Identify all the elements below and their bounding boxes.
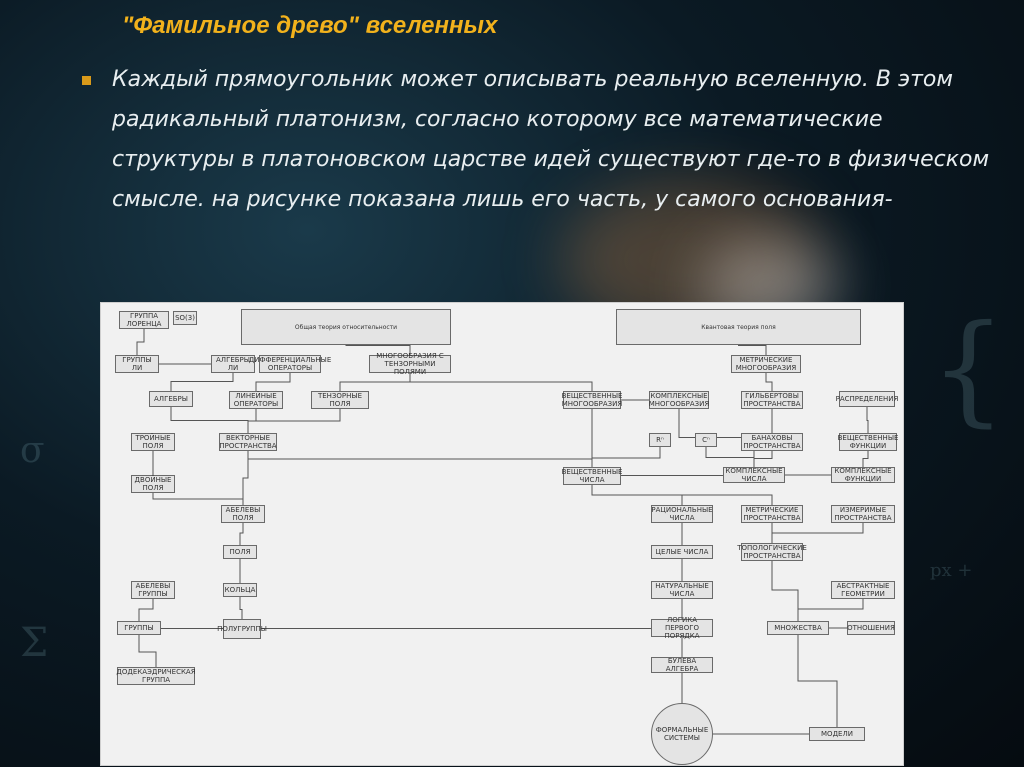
diagram-node: Распределения: [836, 391, 898, 407]
diagram-node: Дифференциальные операторы: [248, 355, 332, 373]
diagram-connector-line: [797, 590, 864, 628]
diagram-node: Абелевы поля: [221, 505, 265, 523]
diagram-connector-line: [138, 590, 154, 628]
diagram-node: Комплексные многообразия: [648, 391, 710, 409]
background-formula: Σ: [20, 620, 49, 666]
diagram-node: Абстрактные геометрии: [831, 581, 895, 599]
diagram-node: Группы: [117, 621, 161, 635]
diagram-node: Абелевы группы: [131, 581, 175, 599]
slide-title: "Фамильное древо" вселенных: [122, 12, 498, 39]
diagram-node: Поля: [223, 545, 257, 559]
diagram-node: Rⁿ: [649, 433, 671, 447]
diagram-node: Метрические пространства: [741, 505, 803, 523]
diagram-connector-line: [771, 514, 864, 552]
diagram-node: Алгебры: [149, 391, 193, 407]
diagram-connector-line: [138, 628, 157, 676]
diagram-node: Алгебры Ли: [211, 355, 255, 373]
diagram-node: Cⁿ: [695, 433, 717, 447]
diagram-connector-line: [242, 442, 249, 514]
diagram-node: Полугруппы: [217, 619, 267, 639]
diagram-node: Измеримые пространства: [831, 505, 895, 523]
diagram-connector-line: [797, 628, 838, 734]
diagram-node: Двойные поля: [131, 475, 175, 493]
diagram-node: Додекаэдрическая группа: [116, 667, 196, 685]
background-formula: σ: [20, 430, 45, 471]
diagram-node: Формальные системы: [651, 703, 713, 765]
slide-body-text: Каждый прямоугольник может описывать реа…: [112, 67, 990, 212]
diagram-node: Вещественные многообразия: [561, 391, 623, 409]
diagram-node: Отношения: [847, 621, 895, 635]
diagram-node: Линейные операторы: [229, 391, 283, 409]
diagram-node: Квантовая теория поля: [616, 309, 861, 345]
diagram-node: Булева алгебра: [651, 657, 713, 673]
diagram-connector-line: [239, 514, 244, 552]
diagram-connector-line: [866, 399, 869, 442]
diagram-node: Тензорные поля: [311, 391, 369, 409]
diagram-node: Группа Лоренца: [119, 311, 169, 329]
diagram-node: Общая теория относительности: [241, 309, 451, 345]
background-formula: px +: [930, 560, 973, 581]
diagram-node: Рациональные числа: [651, 505, 713, 523]
background-formula: {: [930, 300, 1007, 439]
diagram-connector-line: [591, 476, 773, 514]
diagram-node: Банаховы пространства: [741, 433, 803, 451]
diagram-node: Множества: [767, 621, 829, 635]
diagram-node: Вещественные числа: [561, 467, 623, 485]
diagram-connector-line: [136, 320, 145, 364]
diagram-node: Логика первого порядка: [651, 616, 713, 640]
diagram-node: Топологические пространства: [737, 543, 807, 561]
diagram-node: Векторные пространства: [219, 433, 277, 451]
diagram-node: Кольца: [223, 583, 257, 597]
diagram-node: Комплексные числа: [723, 467, 785, 483]
diagram-connector-line: [247, 442, 593, 476]
diagram-connector-line: [771, 552, 799, 628]
diagram-node: Многообразия с тензорными полями: [369, 352, 451, 376]
diagram-node: SO(3): [173, 311, 197, 325]
diagram-node: Гильбертовы пространства: [741, 391, 803, 409]
universe-family-tree-diagram: Группа Лоренца SO(3) Общая теория относите…: [100, 302, 904, 766]
bullet-icon: [82, 76, 91, 85]
diagram-node: Тройные поля: [131, 433, 175, 451]
diagram-node: Целые числа: [651, 545, 713, 559]
diagram-node: Натуральные числа: [651, 581, 713, 599]
diagram-connector-line: [247, 400, 341, 442]
diagram-node: Вещественные функции: [837, 433, 899, 451]
diagram-node: Группы Ли: [115, 355, 159, 373]
diagram-node: Метрические многообразия: [731, 355, 801, 373]
diagram-node: Модели: [809, 727, 865, 741]
diagram-node: Комплексные функции: [831, 467, 895, 483]
diagram-connector-line: [241, 628, 683, 629]
